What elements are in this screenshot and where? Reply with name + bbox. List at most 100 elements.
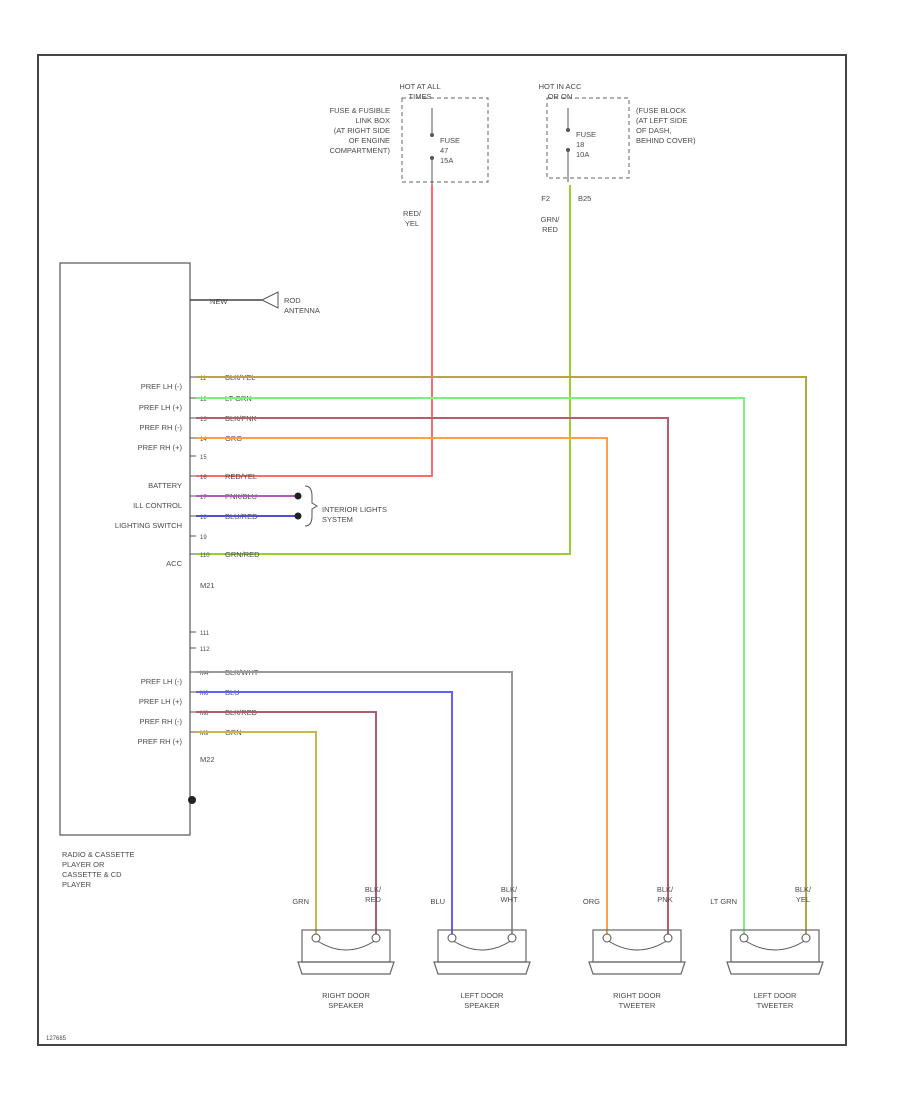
speaker-3-cone [726, 961, 824, 975]
speaker-1-cone [433, 961, 531, 975]
connector-1-label: M21 [200, 581, 215, 590]
power-source-2-wire-color: GRN/RED [541, 215, 561, 234]
speaker-0-left-wire: GRN [292, 897, 309, 906]
lower-pin-label-4: PREF RH (-) [140, 717, 183, 726]
speaker-2-terminal-left [602, 933, 612, 943]
lower-pin-number-1: 112 [200, 647, 210, 653]
speaker-3-coil [743, 939, 807, 951]
upper-pin-number-1: 12 [200, 397, 207, 403]
left-speaker-pos-wire [196, 691, 453, 935]
speaker-0-right-wire: BLK/RED [365, 885, 382, 904]
upper-pin-number-7: 18 [200, 515, 207, 521]
upper-pin-number-5: 16 [200, 475, 207, 481]
upper-pin-label-3: PREF RH (+) [138, 443, 183, 452]
radio-unit-box [59, 262, 191, 836]
upper-pin-label-6: ILL CONTROL [133, 501, 182, 510]
speaker-2-right-wire: BLK/PNK [657, 885, 674, 904]
fuse-2-terminal-bottom [566, 148, 570, 152]
lighting-switch-terminal [294, 512, 302, 520]
upper-pin-number-2: 13 [200, 417, 207, 423]
power-source-2-connector: F2 [541, 194, 550, 203]
interior-lights-brace [304, 485, 318, 527]
lower-pin-label-5: PREF RH (+) [138, 737, 183, 746]
fuse-2-terminal-top [566, 128, 570, 132]
upper-pin-number-6: 17 [200, 495, 207, 501]
speaker-3-left-wire: LT GRN [710, 897, 737, 906]
speaker-2-terminal-right [663, 933, 673, 943]
lower-pin-number-5: M9 [200, 731, 209, 737]
upper-pin-number-4: 15 [200, 455, 207, 461]
acc-wire [196, 185, 571, 555]
upper-pin-label-5: BATTERY [148, 481, 182, 490]
lower-pin-label-2: PREF LH (-) [141, 677, 183, 686]
fuse-box-1 [401, 97, 489, 183]
speaker-3-terminal-left [739, 933, 749, 943]
speaker-1-left-wire: BLU [430, 897, 445, 906]
speaker-2-left-wire: ORG [583, 897, 600, 906]
right-tweeter-neg-wire [196, 417, 669, 935]
upper-pin-wire-9: GRN/RED [225, 550, 260, 559]
power-source-1-wire-color: RED/YEL [403, 209, 422, 228]
upper-pin-label-1: PREF LH (+) [139, 403, 183, 412]
ground-terminal [188, 796, 196, 804]
speaker-2-cone [588, 961, 686, 975]
ill-control-terminal [294, 492, 302, 500]
upper-pin-number-8: 19 [200, 535, 207, 541]
speaker-1-coil [451, 939, 513, 951]
left-tweeter-neg-wire [196, 376, 807, 935]
lower-pin-number-4: M8 [200, 711, 209, 717]
upper-pin-label-2: PREF RH (-) [140, 423, 183, 432]
upper-pin-number-3: 14 [200, 437, 207, 443]
lower-pin-number-0: 111 [200, 631, 210, 637]
fuse-box-2 [546, 97, 630, 179]
speaker-0-coil [315, 939, 377, 951]
speaker-0-terminal-left [311, 933, 321, 943]
upper-pin-label-9: ACC [166, 559, 182, 568]
speaker-0-terminal-right [371, 933, 381, 943]
speaker-1-terminal-right [507, 933, 517, 943]
speaker-0-cone [297, 961, 395, 975]
fuse-1-terminal-bottom [430, 156, 434, 160]
left-tweeter-pos-wire [196, 397, 745, 935]
antenna-wire-label: NEW [210, 297, 228, 306]
upper-pin-number-9: 110 [200, 553, 210, 559]
lower-pin-number-3: M6 [200, 691, 209, 697]
antenna-icon [260, 291, 279, 309]
upper-pin-number-0: 11 [200, 376, 207, 382]
speaker-3-right-wire: BLK/YEL [795, 885, 812, 904]
diagram-id: 127685 [46, 1036, 67, 1042]
power-source-2-pin: B25 [578, 194, 591, 203]
fuse-1-terminal-top [430, 133, 434, 137]
right-tweeter-pos-wire [196, 437, 608, 935]
speaker-1-right-wire: BLK/WHT [500, 885, 518, 904]
battery-wire [196, 185, 433, 477]
upper-pin-label-0: PREF LH (-) [141, 382, 183, 391]
diagram-frame [37, 54, 847, 1046]
right-speaker-pos-wire [196, 731, 317, 935]
lower-pin-label-3: PREF LH (+) [139, 697, 183, 706]
speaker-1-terminal-left [447, 933, 457, 943]
left-speaker-neg-wire [196, 671, 513, 935]
upper-pin-wire-5: RED/YEL [225, 472, 257, 481]
lower-pin-number-2: M4 [200, 671, 209, 677]
speaker-2-coil [606, 939, 669, 951]
right-speaker-neg-wire [196, 711, 377, 935]
upper-pin-label-7: LIGHTING SWITCH [115, 521, 182, 530]
connector-2-label: M22 [200, 755, 215, 764]
speaker-3-terminal-right [801, 933, 811, 943]
